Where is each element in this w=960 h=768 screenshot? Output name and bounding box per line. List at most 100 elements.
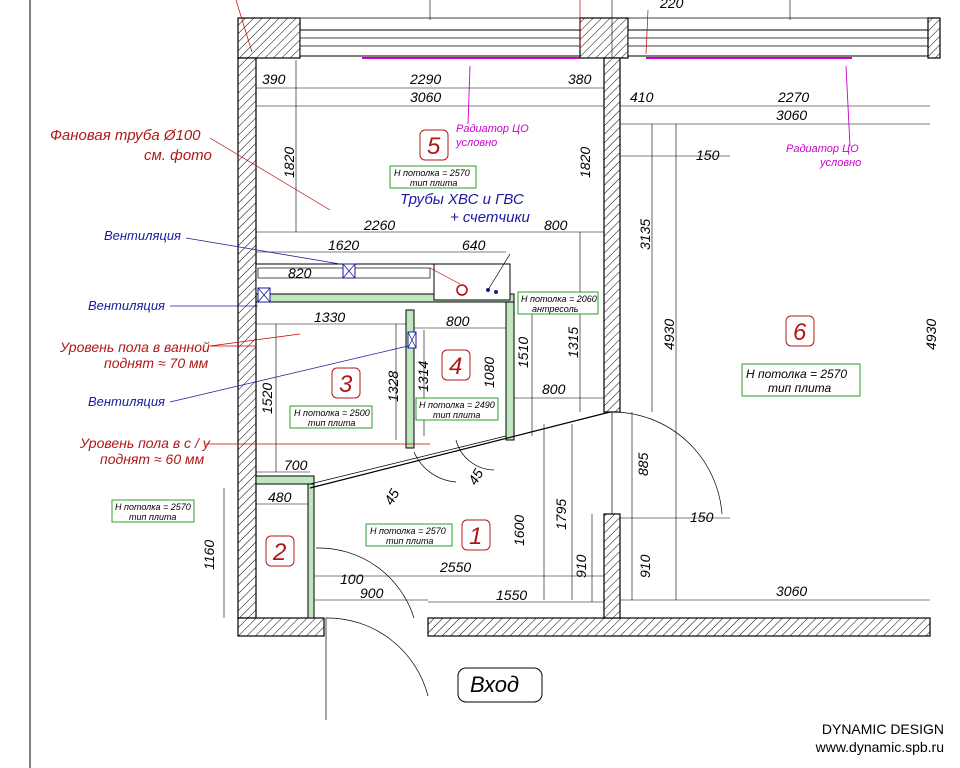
window-top-left (299, 29, 581, 57)
dim-1820-a: 1820 (281, 147, 297, 178)
wall-left (237, 57, 257, 619)
dim-1550: 1550 (496, 587, 527, 603)
ceiling-5-height: Н потолка = 2570 (394, 168, 470, 178)
window-top-right (627, 29, 929, 57)
dim-820: 820 (288, 265, 312, 281)
ceiling-2-height: Н потолка = 2570 (115, 502, 191, 512)
dim-910-a: 910 (573, 554, 589, 578)
dim-1820-b: 1820 (577, 147, 593, 178)
door-arc-wc (315, 547, 415, 619)
floor-wc-label: Уровень пола в с / у (79, 435, 211, 451)
ceiling-6-type: тип плита (768, 381, 832, 395)
fan-pipe-icon (456, 284, 468, 296)
room-number-5: 5 (427, 133, 441, 160)
wall-bottom-right (427, 617, 931, 637)
dim-1795: 1795 (553, 499, 569, 530)
door-arc-wc-small (455, 439, 495, 471)
brand-url[interactable]: www.dynamic.spb.ru (815, 739, 944, 755)
wall-top-left (237, 17, 301, 59)
radiator-sub-right: условно (819, 157, 861, 169)
floor-bath-sub: поднят ≈ 70 мм (104, 355, 209, 371)
dim-900: 900 (360, 585, 384, 601)
dim-640: 640 (462, 237, 486, 253)
wall-middle-lower (603, 513, 621, 619)
dim-800-a: 800 (544, 217, 568, 233)
ceiling-5-type: тип плита (410, 178, 457, 188)
door-arc-room6 (611, 411, 723, 515)
wall-middle-upper (603, 57, 621, 413)
dim-480: 480 (268, 489, 292, 505)
pipes-sub-label: + счетчики (450, 209, 531, 226)
ceiling-2-type: тип плита (129, 512, 176, 522)
ceiling-antresol-type: антресоль (532, 304, 579, 314)
dim-700: 700 (284, 457, 308, 473)
partition-bath-bottom (255, 475, 315, 485)
radiator-label-right: Радиатор ЦО (786, 143, 859, 155)
dim-800-c: 800 (542, 381, 566, 397)
dim-3060-c: 3060 (776, 583, 807, 599)
dim-150-a: 150 (696, 147, 720, 163)
vent-label-3: Вентиляция (88, 394, 165, 409)
ceiling-1-type: тип плита (386, 536, 433, 546)
dim-4930: 4930 (661, 319, 677, 350)
floor-wc-sub: поднят ≈ 60 мм (100, 451, 205, 467)
ceiling-3-type: тип плита (308, 418, 355, 428)
dim-1328: 1328 (385, 371, 401, 402)
dim-2550: 2550 (439, 559, 471, 575)
ceiling-6-height: Н потолка = 2570 (746, 367, 847, 381)
dim-2260: 2260 (363, 217, 395, 233)
dim-100: 100 (340, 571, 364, 587)
dim-1620: 1620 (328, 237, 359, 253)
partition-hall (307, 483, 315, 619)
fan-pipe-label-2: см. фото (144, 147, 212, 164)
ceiling-4-type: тип плита (433, 410, 480, 420)
room-number-2: 2 (272, 539, 286, 566)
vent-label-1: Вентиляция (104, 228, 181, 243)
dim-1330: 1330 (314, 309, 345, 325)
wall-top-right (927, 17, 941, 59)
dim-4930-edge: 4930 (923, 319, 939, 350)
ceiling-1-height: Н потолка = 2570 (370, 526, 446, 536)
floor-bath-label: Уровень пола в ванной (59, 339, 210, 355)
dim-220: 220 (659, 0, 684, 11)
footer-brand: DYNAMIC DESIGN www.dynamic.spb.ru (816, 720, 944, 756)
dim-1600: 1600 (511, 515, 527, 546)
entry-label: Вход (470, 672, 519, 697)
wall-bottom-left (237, 617, 325, 637)
door-arc-bath (413, 451, 457, 483)
partition-horizontal (255, 293, 515, 303)
dim-2270: 2270 (777, 89, 809, 105)
vent-label-2: Вентиляция (88, 298, 165, 313)
dim-380: 380 (568, 71, 592, 87)
partition-bath-right (405, 309, 415, 449)
dim-2290: 2290 (409, 71, 441, 87)
entry-label-box (457, 667, 543, 703)
room-number-3: 3 (339, 371, 353, 398)
dim-800-b: 800 (446, 313, 470, 329)
room-number-4: 4 (449, 353, 462, 380)
dim-410: 410 (630, 89, 654, 105)
radiator-label-left: Радиатор ЦО (456, 123, 529, 135)
dim-1520: 1520 (259, 383, 275, 414)
ceiling-antresol-height: Н потолка = 2060 (521, 294, 597, 304)
room-number-1: 1 (469, 523, 482, 550)
dim-885: 885 (635, 452, 651, 476)
dim-1160: 1160 (201, 540, 217, 570)
dim-3135: 3135 (637, 219, 653, 250)
dim-45-b: 45 (465, 466, 487, 488)
ceiling-4-height: Н потолка = 2490 (419, 400, 495, 410)
dim-1080: 1080 (481, 357, 497, 388)
dim-3060-a: 3060 (410, 89, 441, 105)
dim-1510: 1510 (515, 337, 531, 368)
pipes-label: Трубы ХВС и ГВС (400, 191, 524, 208)
dim-1314: 1314 (415, 361, 431, 392)
radiator-sub-left: условно (455, 137, 497, 149)
partition-wc-right (505, 301, 515, 441)
dim-45-a: 45 (381, 486, 403, 508)
pipe-shaft (433, 263, 511, 301)
fan-pipe-label: Фановая труба Ø100 (50, 127, 201, 144)
dim-3060-b: 3060 (776, 107, 807, 123)
brand-name: DYNAMIC DESIGN (821, 721, 944, 737)
dim-1315: 1315 (565, 327, 581, 358)
ceiling-3-height: Н потолка = 2500 (294, 408, 370, 418)
